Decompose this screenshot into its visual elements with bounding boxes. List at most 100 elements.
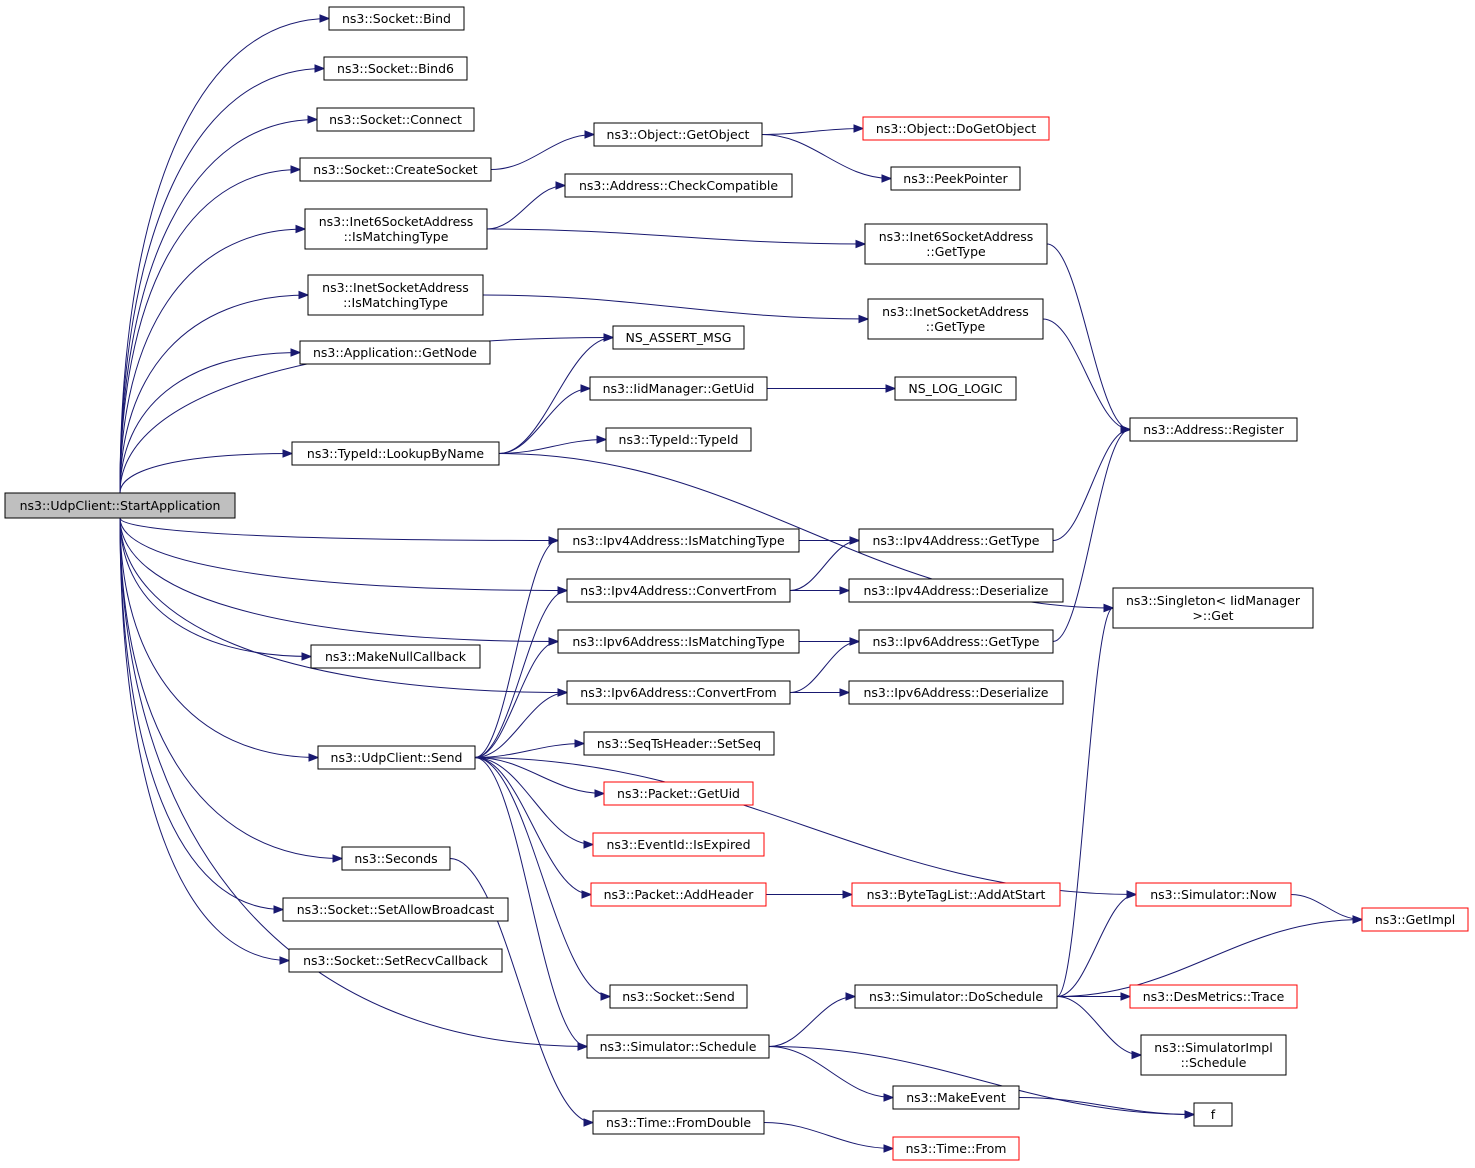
node-ns3-seqtsheader-setseq[interactable]: ns3::SeqTsHeader::SetSeq (583, 731, 775, 756)
node-box (566, 578, 791, 603)
node-label: NS_LOG_LOGIC (908, 381, 1003, 396)
edge-startapp-lookup (119, 449, 294, 494)
node-ns3-socket-createsocket[interactable]: ns3::Socket::CreateSocket (299, 157, 492, 182)
edge-startapp-makenull (119, 517, 313, 661)
node-box (609, 984, 748, 1009)
node-label: ns3::Object::DoGetObject (876, 121, 1036, 136)
edge-startapp-createsocket (119, 165, 302, 494)
edge-schedule-makeevent (768, 1046, 895, 1102)
node-ns3-address-register[interactable]: ns3::Address::Register (1129, 417, 1298, 442)
node-ns3-application-getnode[interactable]: ns3::Application::GetNode (299, 340, 491, 365)
node-ns3-time-fromdouble[interactable]: ns3::Time::FromDouble (592, 1110, 765, 1135)
node-ns3-typeid-typeid[interactable]: ns3::TypeId::TypeId (605, 427, 752, 452)
edge-doschedule-desmetrics (1057, 992, 1132, 1001)
node-ns3-inetsocketaddress-ismatchingtype[interactable]: ns3::InetSocketAddress::IsMatchingType (307, 274, 484, 316)
edge-startapp-ip6ismatch (119, 517, 560, 646)
node-box (605, 427, 752, 452)
node-box (864, 223, 1048, 265)
node-box (1140, 1034, 1287, 1076)
node-label: ns3::Application::GetNode (313, 345, 477, 360)
node-box (890, 166, 1021, 191)
node-label: ns3::Packet::AddHeader (604, 887, 755, 902)
node-ns3-time-from[interactable]: ns3::Time::From (892, 1136, 1020, 1161)
node-ns-assert-msg[interactable]: NS_ASSERT_MSG (612, 325, 745, 350)
node-label: ns3::Ipv6Address::IsMatchingType (572, 634, 785, 649)
node-label: ns3::Ipv4Address::GetType (873, 533, 1040, 548)
node-ns3-seconds[interactable]: ns3::Seconds (341, 846, 451, 871)
node-label: ns3::Inet6SocketAddress (879, 229, 1034, 244)
node-ns3-inet6socketaddress-gettype[interactable]: ns3::Inet6SocketAddress::GetType (864, 223, 1048, 265)
node-ns3-object-getobject[interactable]: ns3::Object::GetObject (593, 122, 763, 147)
node-ns3-inet6socketaddress-ismatchingtype[interactable]: ns3::Inet6SocketAddress::IsMatchingType (304, 208, 488, 250)
node-ns3-ipv4address-convertfrom[interactable]: ns3::Ipv4Address::ConvertFrom (566, 578, 791, 603)
node-box (603, 781, 754, 806)
node-box (612, 325, 745, 350)
node-f[interactable]: f (1193, 1102, 1233, 1127)
node-ns3-socket-bind6[interactable]: ns3::Socket::Bind6 (323, 56, 468, 81)
node-ns3-iidmanager-getuid[interactable]: ns3::IidManager::GetUid (589, 376, 768, 401)
node-box (592, 832, 765, 857)
node-box (854, 984, 1058, 1009)
node-ns3-getimpl[interactable]: ns3::GetImpl (1361, 907, 1469, 932)
node-ns3-eventid-isexpired[interactable]: ns3::EventId::IsExpired (592, 832, 765, 857)
edge-udpsend-pktgetuid (474, 757, 606, 798)
node-label: ns3::Simulator::Now (1150, 887, 1277, 902)
node-ns3-simulator-schedule[interactable]: ns3::Simulator::Schedule (586, 1034, 770, 1059)
node-ns3-ipv6address-gettype[interactable]: ns3::Ipv6Address::GetType (858, 629, 1054, 654)
node-box (304, 208, 488, 250)
node-ns3-inetsocketaddress-gettype[interactable]: ns3::InetSocketAddress::GetType (867, 298, 1044, 340)
node-ns3-packet-addheader[interactable]: ns3::Packet::AddHeader (590, 882, 767, 907)
node-label: ns3::GetImpl (1375, 912, 1455, 927)
edge-udpsend-ip4convert (474, 586, 569, 758)
edge-udpsend-ip4ismatch (474, 536, 560, 758)
node-ns3-socket-setallowbroadcast[interactable]: ns3::Socket::SetAllowBroadcast (282, 897, 509, 922)
node-ns3-bytetaglist-addatstart[interactable]: ns3::ByteTagList::AddAtStart (851, 882, 1061, 907)
node-ns3-udpclient-startapplication: ns3::UdpClient::StartApplication (4, 492, 236, 519)
node-ns3-ipv4address-deserialize[interactable]: ns3::Ipv4Address::Deserialize (848, 578, 1064, 603)
node-ns3-socket-connect[interactable]: ns3::Socket::Connect (316, 107, 475, 132)
node-ns3-udpclient-send[interactable]: ns3::UdpClient::Send (317, 745, 476, 770)
node-box (557, 629, 800, 654)
node-ns3-socket-send[interactable]: ns3::Socket::Send (609, 984, 748, 1009)
node-box (316, 107, 475, 132)
node-ns3-singleton-iidmanager-get[interactable]: ns3::Singleton< IidManager >::Get (1112, 587, 1314, 629)
node-label: ns3::Singleton< IidManager (1126, 593, 1301, 608)
node-label: ns3::Simulator::DoSchedule (869, 989, 1043, 1004)
node-ns3-simulatorimpl-schedule[interactable]: ns3::SimulatorImpl::Schedule (1140, 1034, 1287, 1076)
node-ns3-ipv4address-gettype[interactable]: ns3::Ipv4Address::GetType (858, 528, 1054, 553)
edge-iidgetuid-loglogic (767, 384, 897, 393)
node-box (858, 629, 1054, 654)
node-box (282, 897, 509, 922)
node-ns3-peekpointer[interactable]: ns3::PeekPointer (890, 166, 1021, 191)
edge-udpsend-ip6convert (474, 688, 569, 758)
node-ns3-typeid-lookupbyname[interactable]: ns3::TypeId::LookupByName (291, 441, 500, 466)
node-ns3-ipv6address-ismatchingtype[interactable]: ns3::Ipv6Address::IsMatchingType (557, 629, 800, 654)
node-label: ns3::IidManager::GetUid (603, 381, 755, 396)
node-ns3-simulator-now[interactable]: ns3::Simulator::Now (1135, 882, 1292, 907)
node-ns3-socket-setrecvcallback[interactable]: ns3::Socket::SetRecvCallback (288, 948, 503, 973)
node-box (299, 157, 492, 182)
node-box (583, 731, 775, 756)
node-ns3-makeevent[interactable]: ns3::MakeEvent (892, 1085, 1020, 1110)
node-ns3-makenullcallback[interactable]: ns3::MakeNullCallback (310, 644, 481, 669)
node-box (862, 116, 1050, 141)
node-ns3-address-checkcompatible[interactable]: ns3::Address::CheckCompatible (564, 173, 793, 198)
edge-i4gettype-register (1042, 318, 1132, 434)
node-ns3-ipv6address-convertfrom[interactable]: ns3::Ipv6Address::ConvertFrom (566, 680, 791, 705)
node-box (1361, 907, 1469, 932)
edge-startapp-setbcast (119, 517, 285, 914)
node-ns3-desmetrics-trace[interactable]: ns3::DesMetrics::Trace (1129, 984, 1298, 1009)
node-ns3-ipv6address-deserialize[interactable]: ns3::Ipv6Address::Deserialize (848, 680, 1064, 705)
node-label: ns3::Socket::CreateSocket (313, 162, 478, 177)
node-label: ns3::EventId::IsExpired (606, 837, 750, 852)
edge-lookup-iidgetuid (498, 384, 592, 454)
node-ns3-socket-bind[interactable]: ns3::Socket::Bind (328, 6, 465, 31)
node-ns-log-logic[interactable]: NS_LOG_LOGIC (894, 376, 1017, 401)
node-label: NS_ASSERT_MSG (626, 330, 732, 345)
node-ns3-object-dogetobject[interactable]: ns3::Object::DoGetObject (862, 116, 1050, 141)
node-label: ns3::Address::CheckCompatible (579, 178, 778, 193)
node-ns3-ipv4address-ismatchingtype[interactable]: ns3::Ipv4Address::IsMatchingType (557, 528, 800, 553)
node-ns3-packet-getuid[interactable]: ns3::Packet::GetUid (603, 781, 754, 806)
node-ns3-simulator-doschedule[interactable]: ns3::Simulator::DoSchedule (854, 984, 1058, 1009)
